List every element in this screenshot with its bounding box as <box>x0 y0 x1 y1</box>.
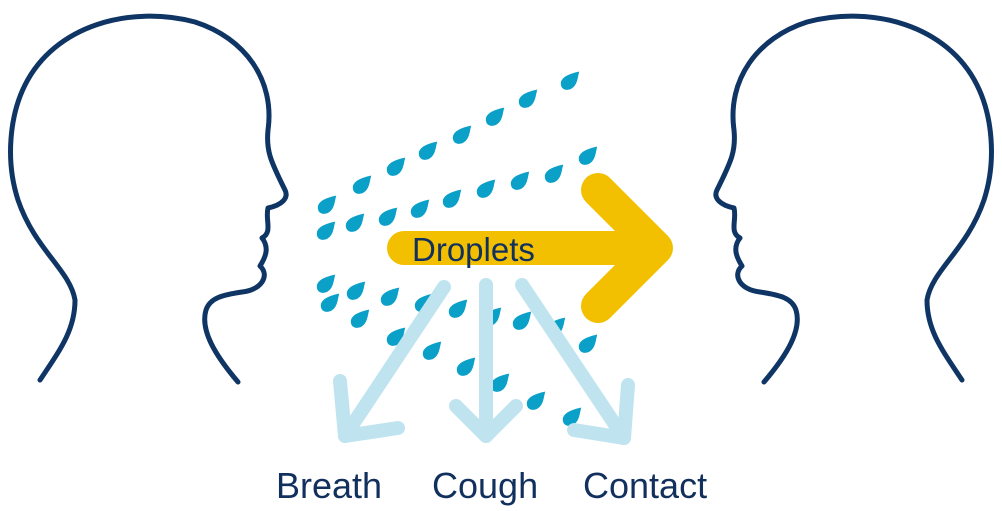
route-label-cough: Cough <box>432 466 538 506</box>
droplet-icon <box>315 221 340 241</box>
breath-arrow-icon <box>340 287 444 436</box>
droplet-icon <box>377 207 402 227</box>
droplet-icon <box>559 71 584 91</box>
droplet-icon <box>349 309 374 329</box>
droplet-icon <box>455 357 480 377</box>
droplet-icon <box>509 171 534 191</box>
droplet-icon <box>319 293 344 313</box>
left-head-icon <box>11 16 287 382</box>
droplet-icon <box>316 195 341 215</box>
droplet-icon <box>447 299 472 319</box>
droplet-icon <box>409 199 434 219</box>
route-label-contact: Contact <box>583 466 707 506</box>
droplet-icon <box>417 141 442 161</box>
droplet-icon <box>543 164 568 184</box>
droplet-icon <box>475 179 500 199</box>
droplet-icon <box>344 213 369 233</box>
droplet-icon <box>451 125 476 145</box>
route-label-breath: Breath <box>276 466 382 506</box>
droplet-icon <box>577 334 602 354</box>
droplet-icon <box>525 391 550 411</box>
droplet-icon <box>345 281 370 301</box>
droplet-icon <box>484 107 509 127</box>
droplet-icon <box>441 189 466 209</box>
right-head-icon <box>716 16 992 382</box>
droplet-icon <box>379 287 404 307</box>
droplet-icon <box>421 341 446 361</box>
droplet-icon <box>517 89 542 109</box>
droplet-icon <box>385 157 410 177</box>
droplet-icon <box>511 311 536 331</box>
droplet-icon <box>577 146 602 166</box>
droplets-label: Droplets <box>412 231 535 268</box>
droplet-icon <box>315 274 340 294</box>
droplet-icon <box>351 175 376 195</box>
